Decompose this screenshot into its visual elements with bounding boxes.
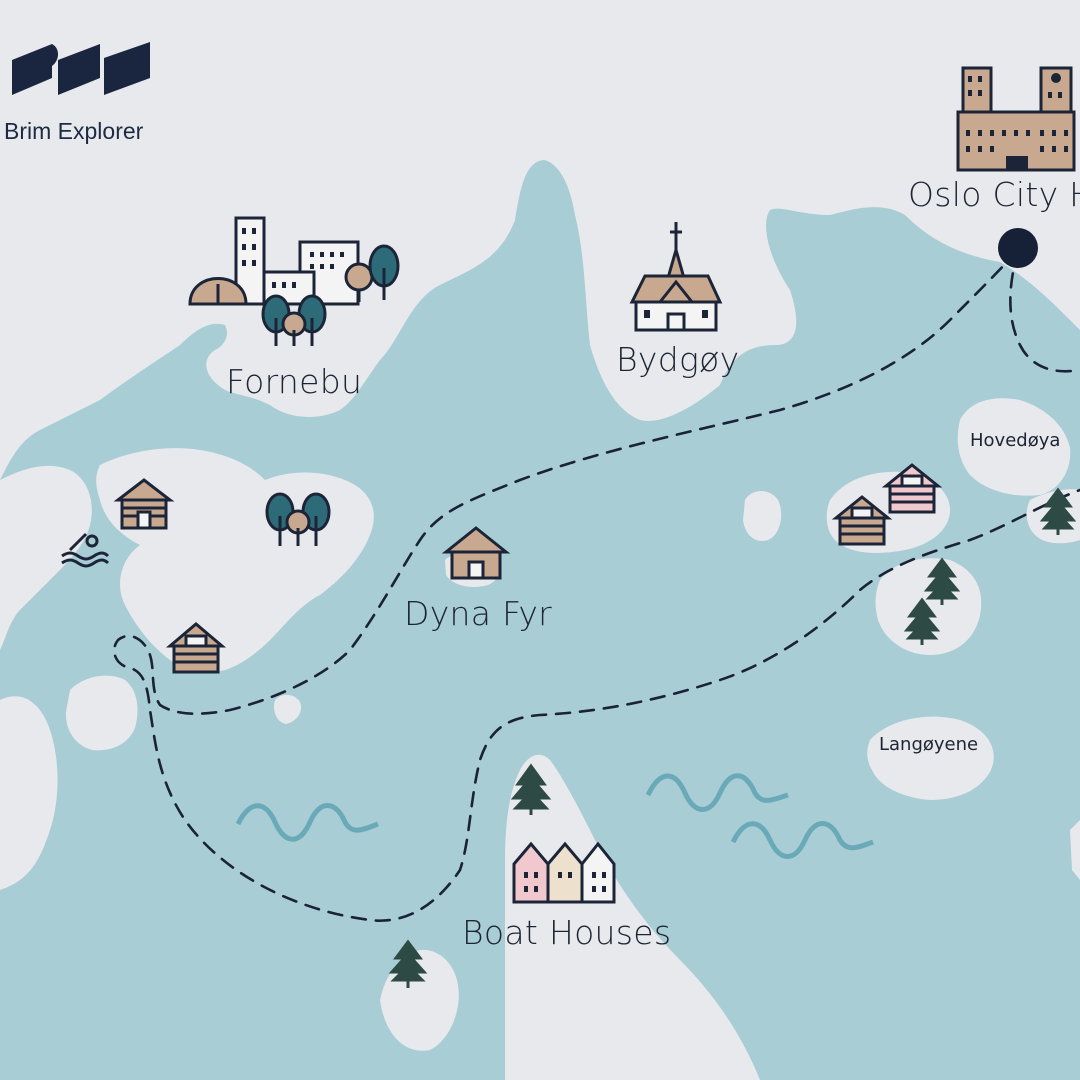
land-fornebu-west — [0, 465, 92, 650]
wave-icon — [235, 803, 379, 842]
lighthouse-house-icon — [441, 526, 511, 580]
route-line — [1009, 248, 1080, 373]
land-hovedoya — [957, 398, 1071, 496]
wave-icon — [645, 773, 789, 812]
land-east-island-b — [743, 491, 782, 541]
wave-logo-icon — [12, 42, 150, 95]
pine-tree-icon — [903, 597, 941, 645]
pine-tree-icon — [1039, 487, 1077, 535]
label-oslo-city-hall[interactable]: Oslo City Hall — [908, 175, 1080, 214]
boat-houses-icon — [512, 841, 616, 904]
swimming-icon — [61, 532, 110, 568]
route-line — [113, 248, 1080, 922]
land-islet-mid — [274, 694, 302, 724]
church-icon — [629, 222, 723, 332]
label-hovedoya[interactable]: Hovedøya — [970, 430, 1061, 451]
log-cabin-icon — [165, 622, 227, 674]
land-langoyene — [867, 716, 994, 800]
city-hall-icon — [956, 66, 1076, 172]
brand-name: Brim Explorer — [4, 118, 144, 144]
wave-icon — [730, 821, 874, 859]
land-boathouses — [505, 754, 760, 1080]
land-east-edge-2 — [1070, 820, 1080, 880]
pine-tree-icon — [923, 557, 961, 605]
pine-tree-icon — [510, 763, 552, 815]
land-islet-west — [65, 675, 138, 751]
log-cabin-icon — [831, 495, 893, 546]
label-langoyene[interactable]: Langøyene — [879, 734, 979, 755]
label-dyna-fyr[interactable]: Dyna Fyr — [404, 594, 553, 633]
route-start-marker[interactable] — [998, 228, 1038, 268]
land-mainland-north — [0, 0, 1080, 480]
pink-cabin-icon — [881, 463, 943, 514]
label-fornebu[interactable]: Fornebu — [226, 362, 363, 401]
city-buildings-icon — [188, 216, 400, 346]
land-west-bay — [0, 696, 58, 890]
pine-tree-icon — [388, 939, 428, 988]
trees-icon — [265, 492, 331, 546]
label-boat-houses[interactable]: Boat Houses — [462, 913, 672, 952]
log-cabin-icon — [113, 478, 175, 530]
label-bygdoy[interactable]: Bydgøy — [616, 340, 740, 379]
